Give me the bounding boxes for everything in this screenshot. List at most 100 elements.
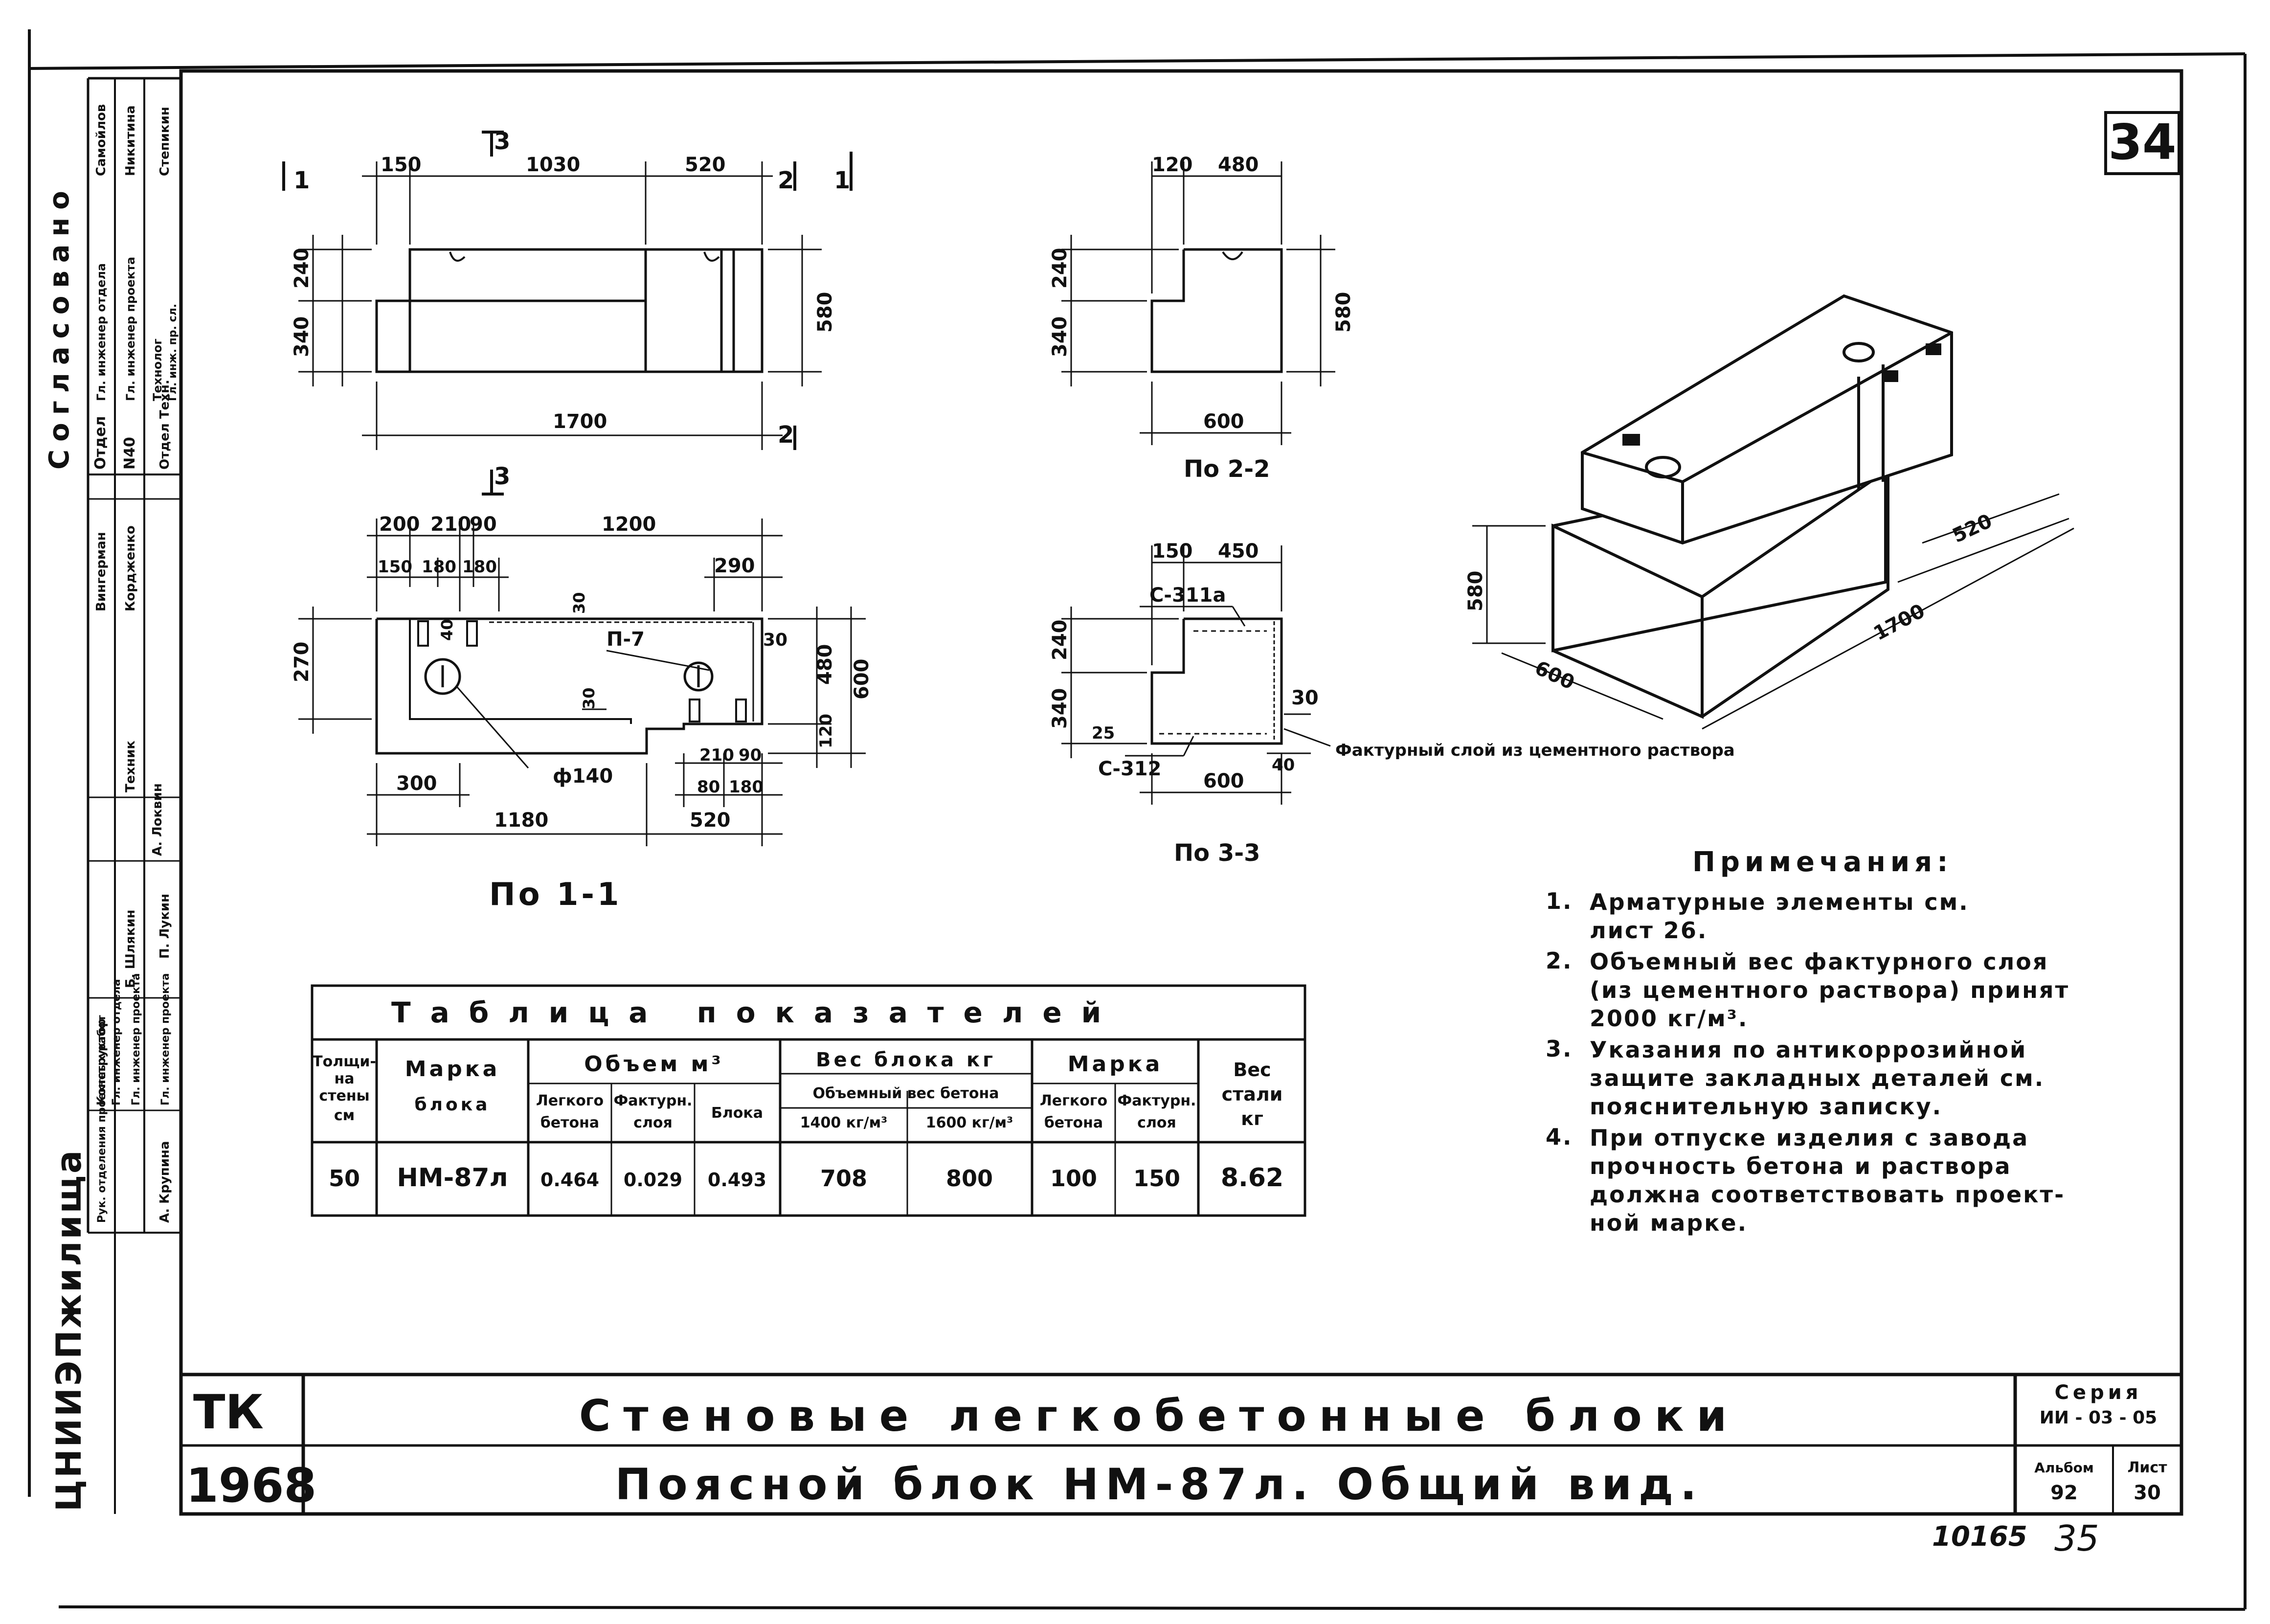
- svg-text:По 3-3: По 3-3: [1174, 839, 1260, 867]
- svg-text:90: 90: [470, 513, 497, 536]
- svg-text:Вес: Вес: [1233, 1059, 1271, 1081]
- svg-text:580: 580: [1464, 571, 1487, 612]
- svg-text:Марка: Марка: [405, 1057, 500, 1082]
- svg-text:Гл. инженер проекта: Гл. инженер проекта: [130, 973, 142, 1105]
- svg-text:стены: стены: [319, 1087, 369, 1105]
- svg-text:Объем м³: Объем м³: [584, 1052, 724, 1077]
- svg-text:на: на: [335, 1070, 355, 1087]
- svg-text:3: 3: [494, 128, 510, 155]
- table-cell: НМ-87л: [397, 1163, 508, 1193]
- section-3-3: [1061, 545, 1331, 805]
- svg-text:30: 30: [1291, 687, 1319, 709]
- indicators-table-text: Таблица показателей Толщи- на стены см М…: [313, 996, 1283, 1193]
- svg-text:210: 210: [430, 513, 472, 536]
- svg-text:Степикин: Степикин: [157, 107, 172, 176]
- svg-text:Стеновые легкобетонные блоки: Стеновые легкобетонные блоки: [579, 1391, 1739, 1441]
- svg-text:Рук. отделения проектных работ: Рук. отделения проектных работ: [96, 1015, 108, 1223]
- table-cell: 0.493: [708, 1169, 766, 1191]
- svg-text:Поясной блок НМ-87л. Общий вид: Поясной блок НМ-87л. Общий вид.: [615, 1459, 1703, 1510]
- svg-text:480: 480: [1218, 154, 1259, 176]
- note-item: 2.Объемный вес фактурного слоя(из цемент…: [1546, 947, 2133, 1033]
- note-line: пояснительную записку.: [1590, 1093, 1943, 1120]
- svg-text:Объемный вес бетона: Объемный вес бетона: [812, 1085, 999, 1102]
- side-view-2-2-labels: 120 480 240 340 580 600 По 2-2: [1049, 154, 1355, 483]
- svg-text:180: 180: [729, 777, 764, 797]
- svg-text:30: 30: [570, 592, 588, 614]
- svg-text:1180: 1180: [494, 809, 548, 832]
- svg-text:80: 80: [697, 777, 720, 797]
- indicators-table: [311, 984, 1306, 1217]
- title-block: [181, 1373, 2181, 1514]
- svg-text:Гл. инженер отдела: Гл. инженер отдела: [94, 263, 108, 401]
- svg-text:Таблица показателей: Таблица показателей: [391, 996, 1121, 1029]
- svg-text:Гл. инженер проекта: Гл. инженер проекта: [124, 257, 137, 401]
- svg-text:1030: 1030: [526, 154, 580, 176]
- svg-text:Никитина: Никитина: [123, 105, 138, 176]
- svg-text:600: 600: [1203, 770, 1244, 792]
- svg-text:3: 3: [494, 463, 510, 490]
- note-line: 2000 кг/м³.: [1590, 1005, 1749, 1032]
- svg-text:С-311а: С-311а: [1149, 584, 1226, 607]
- note-line: прочность бетона и раствора: [1590, 1153, 2012, 1179]
- svg-text:Конструктор: Конструктор: [94, 1018, 108, 1105]
- svg-text:180: 180: [422, 557, 456, 577]
- svg-text:340: 340: [1049, 316, 1071, 358]
- svg-text:N40: N40: [121, 437, 138, 470]
- svg-text:Вес блока кг: Вес блока кг: [816, 1049, 996, 1071]
- approval-sidebar: Согласовано Отдел N40 Отдел Техн. Гл. ин…: [44, 104, 179, 1511]
- svg-text:340: 340: [1049, 688, 1071, 729]
- svg-text:слоя: слоя: [1137, 1114, 1176, 1131]
- svg-text:1700: 1700: [1870, 600, 1929, 645]
- svg-text:Фактурн.: Фактурн.: [614, 1092, 693, 1109]
- svg-text:340: 340: [291, 316, 313, 358]
- svg-text:480: 480: [814, 644, 836, 685]
- side-view-2-2: [1061, 161, 1335, 445]
- svg-text:40: 40: [438, 619, 456, 641]
- svg-text:30: 30: [580, 687, 598, 709]
- svg-text:Серия: Серия: [2055, 1381, 2142, 1404]
- svg-text:Блока: Блока: [711, 1105, 763, 1122]
- svg-text:см: см: [334, 1107, 355, 1124]
- svg-text:Гл. инженер отдела: Гл. инженер отдела: [111, 979, 123, 1105]
- svg-text:Фактурн.: Фактурн.: [1118, 1092, 1196, 1109]
- svg-text:580: 580: [814, 292, 836, 333]
- svg-text:2: 2: [778, 167, 794, 194]
- svg-text:ТК: ТК: [193, 1385, 264, 1440]
- svg-text:Согласовано: Согласовано: [44, 183, 75, 470]
- svg-text:600: 600: [1203, 410, 1244, 433]
- svg-text:Технолог: Технолог: [151, 338, 164, 401]
- sheet-number: 34: [2108, 113, 2176, 171]
- svg-text:По 2-2: По 2-2: [1184, 455, 1270, 483]
- svg-text:Фактурный слой из цементного р: Фактурный слой из цементного раствора: [1335, 741, 1735, 760]
- svg-text:Лист: Лист: [2127, 1459, 2167, 1476]
- svg-text:520: 520: [690, 809, 731, 832]
- table-cell: 0.029: [624, 1169, 682, 1191]
- note-line: Объемный вес фактурного слоя: [1590, 948, 2049, 975]
- svg-text:1: 1: [293, 167, 310, 194]
- note-body: Объемный вес фактурного слоя(из цементно…: [1590, 947, 2069, 1033]
- svg-text:Отдел: Отдел: [92, 416, 109, 470]
- sheet-number-box: [2104, 111, 2180, 175]
- svg-text:А. Локвин: А. Локвин: [150, 783, 165, 856]
- note-line: должна соответствовать проект-: [1590, 1181, 2066, 1208]
- svg-text:Кордженко: Кордженко: [123, 525, 138, 611]
- svg-text:П. Лукин: П. Лукин: [157, 894, 172, 959]
- svg-text:бетона: бетона: [1044, 1114, 1103, 1131]
- archive-number: 10165: [1932, 1521, 2027, 1553]
- svg-text:ф140: ф140: [553, 765, 613, 788]
- svg-text:1: 1: [834, 167, 850, 194]
- svg-text:200: 200: [379, 513, 420, 536]
- svg-text:бетона: бетона: [540, 1114, 599, 1131]
- svg-text:25: 25: [1092, 723, 1115, 743]
- section-3-3-labels: 150 450 240 340 25 30 40 600 С-311а С-31…: [1049, 540, 1735, 867]
- svg-text:Легкого: Легкого: [1040, 1092, 1107, 1109]
- svg-text:По 1-1: По 1-1: [489, 877, 622, 913]
- plan-view-1-1: [298, 519, 866, 846]
- note-line: При отпуске изделия с завода: [1590, 1125, 2029, 1151]
- svg-text:ИИ - 03 - 05: ИИ - 03 - 05: [2040, 1408, 2157, 1428]
- svg-text:Толщи-: Толщи-: [313, 1053, 376, 1070]
